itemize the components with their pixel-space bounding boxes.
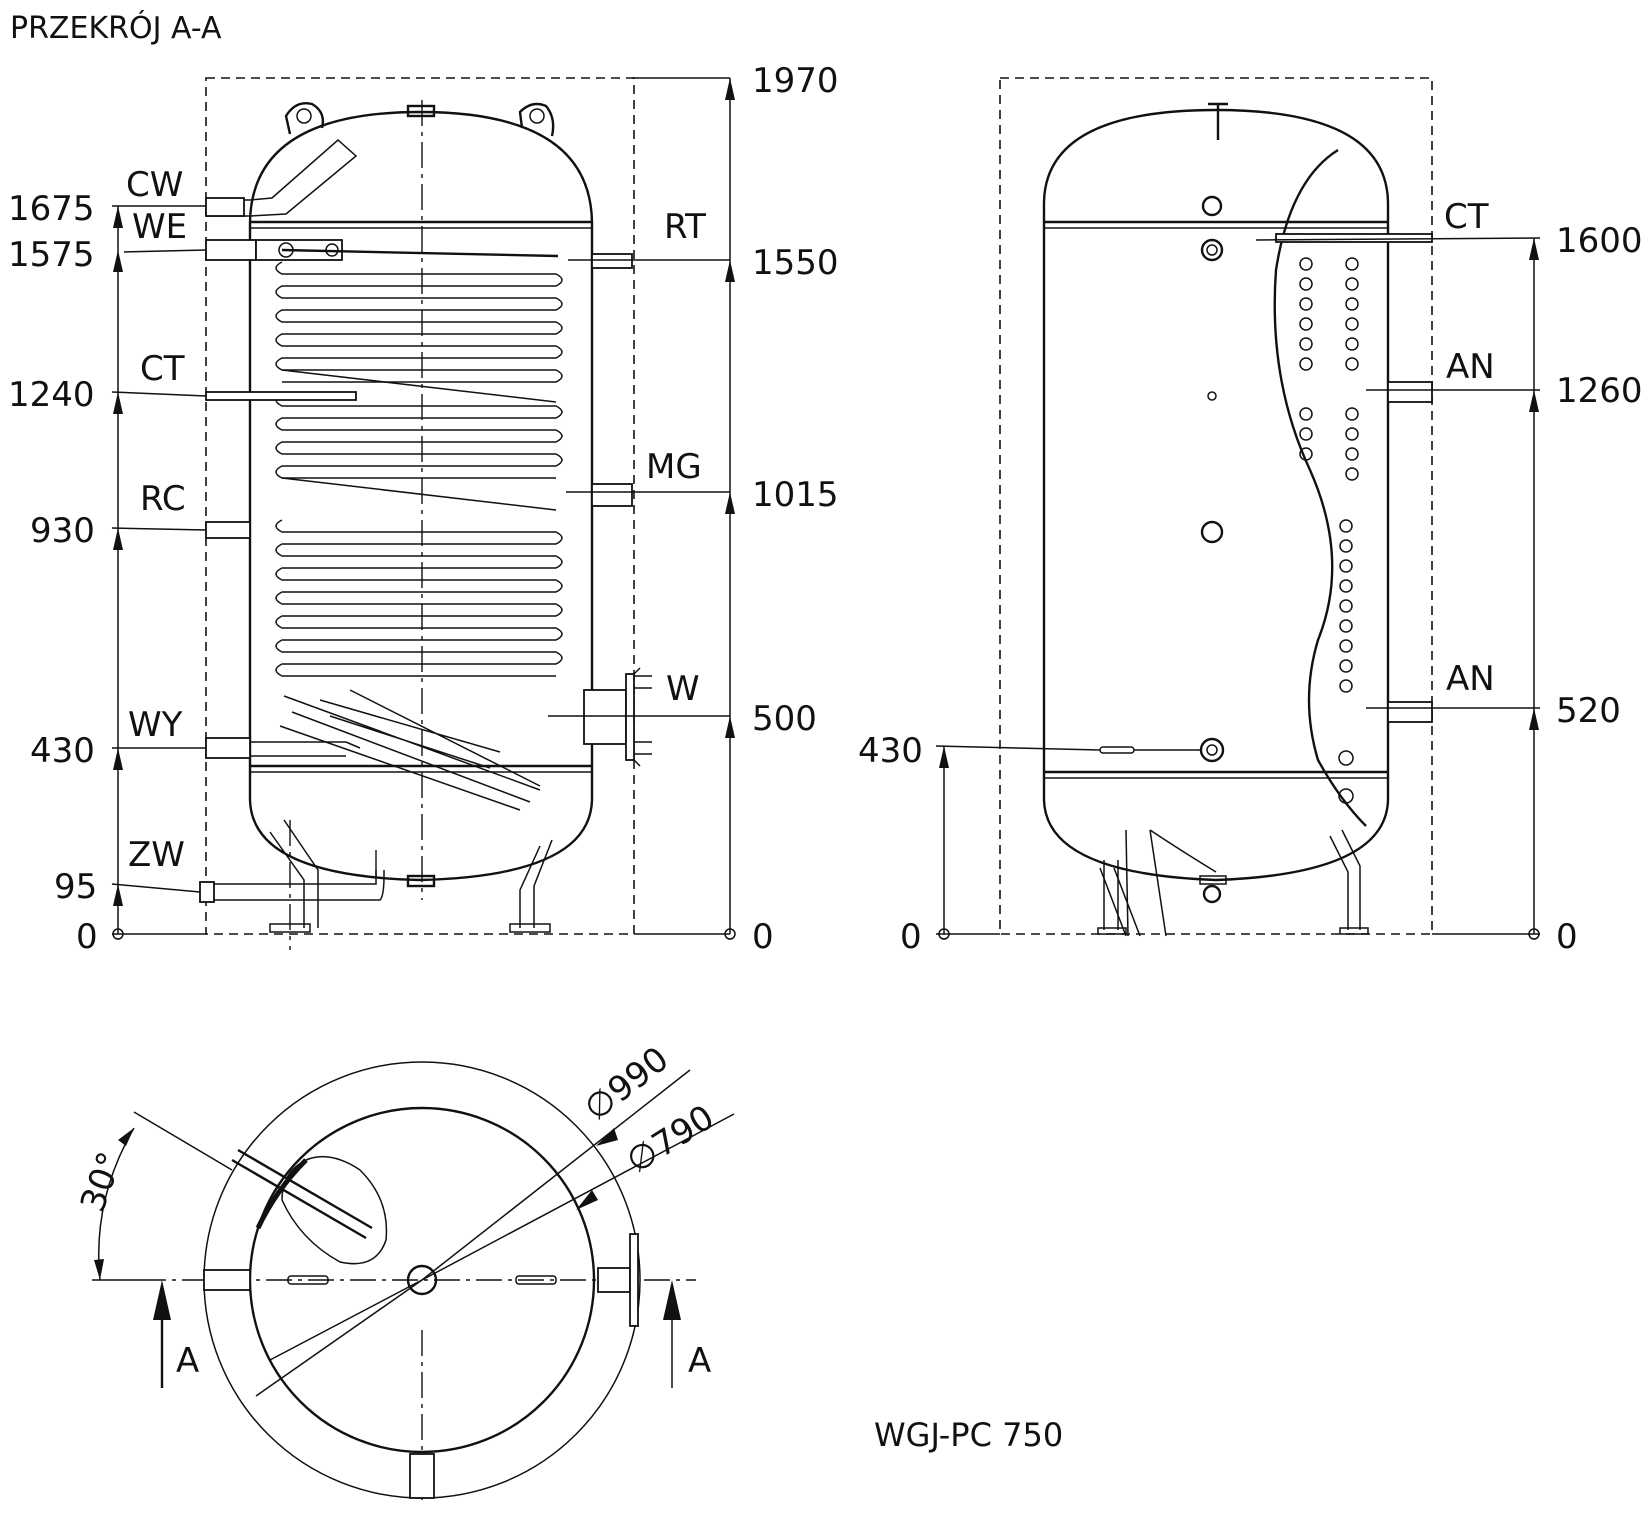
heating-coil [275,248,563,811]
dim-left-1240: 1240 [8,375,95,415]
side-coil-sections [1299,257,1359,804]
side-dim-0-left: 0 [900,917,922,957]
side-dim-1260: 1260 [1556,371,1643,411]
lifting-lug-right [518,102,555,137]
dim-right-1550: 1550 [752,243,839,283]
side-envelope [999,77,1433,935]
label-w: W [666,669,700,709]
label-we: WE [132,207,187,247]
dim-left-430: 430 [30,731,95,771]
section-arrow-left: A [153,1280,199,1388]
side-label-ct: CT [1444,197,1489,237]
side-label-an-upper: AN [1446,347,1495,387]
section-view: CW WE CT RC WY ZW RT MG W [8,61,839,957]
dim-right-0: 0 [752,917,774,957]
label-wy: WY [128,705,183,745]
dim-right-1015: 1015 [752,475,839,515]
lifting-lug-left [284,102,325,135]
dim-right-1970: 1970 [752,61,839,101]
dim-left-930: 930 [30,511,95,551]
dim-right-500: 500 [752,699,817,739]
section-mark-a-right: A [688,1341,711,1381]
section-mark-a-left: A [176,1341,199,1381]
dim-left-1675: 1675 [8,189,95,229]
side-dim-520: 520 [1556,691,1621,731]
label-mg: MG [646,447,702,487]
flange-w [583,667,641,767]
side-label-an-lower: AN [1446,659,1495,699]
label-ct: CT [140,349,185,389]
model-name: WGJ-PC 750 [874,1416,1063,1454]
dim-left-95: 95 [54,867,97,907]
angle-30: 30° [73,1147,131,1217]
side-view: CT AN AN 1600 1260 520 0 430 0 [858,77,1643,957]
dim-left-0: 0 [76,917,98,957]
side-tank-outline [1042,108,1390,882]
top-view: 30° ∅ 990 ∅ 790 A A [73,1039,735,1500]
label-rt: RT [664,207,706,247]
side-dim-0-right: 0 [1556,917,1578,957]
label-zw: ZW [128,835,185,875]
dim-left-1575: 1575 [8,235,95,275]
label-cw: CW [126,165,183,205]
side-dim-1600: 1600 [1556,221,1643,261]
section-envelope [205,77,635,935]
section-arrow-right: A [663,1280,711,1388]
side-dim-430: 430 [858,731,923,771]
label-rc: RC [140,479,186,519]
tank-outline [248,110,594,882]
drawing-title: PRZEKRÓJ A-A [10,9,222,46]
